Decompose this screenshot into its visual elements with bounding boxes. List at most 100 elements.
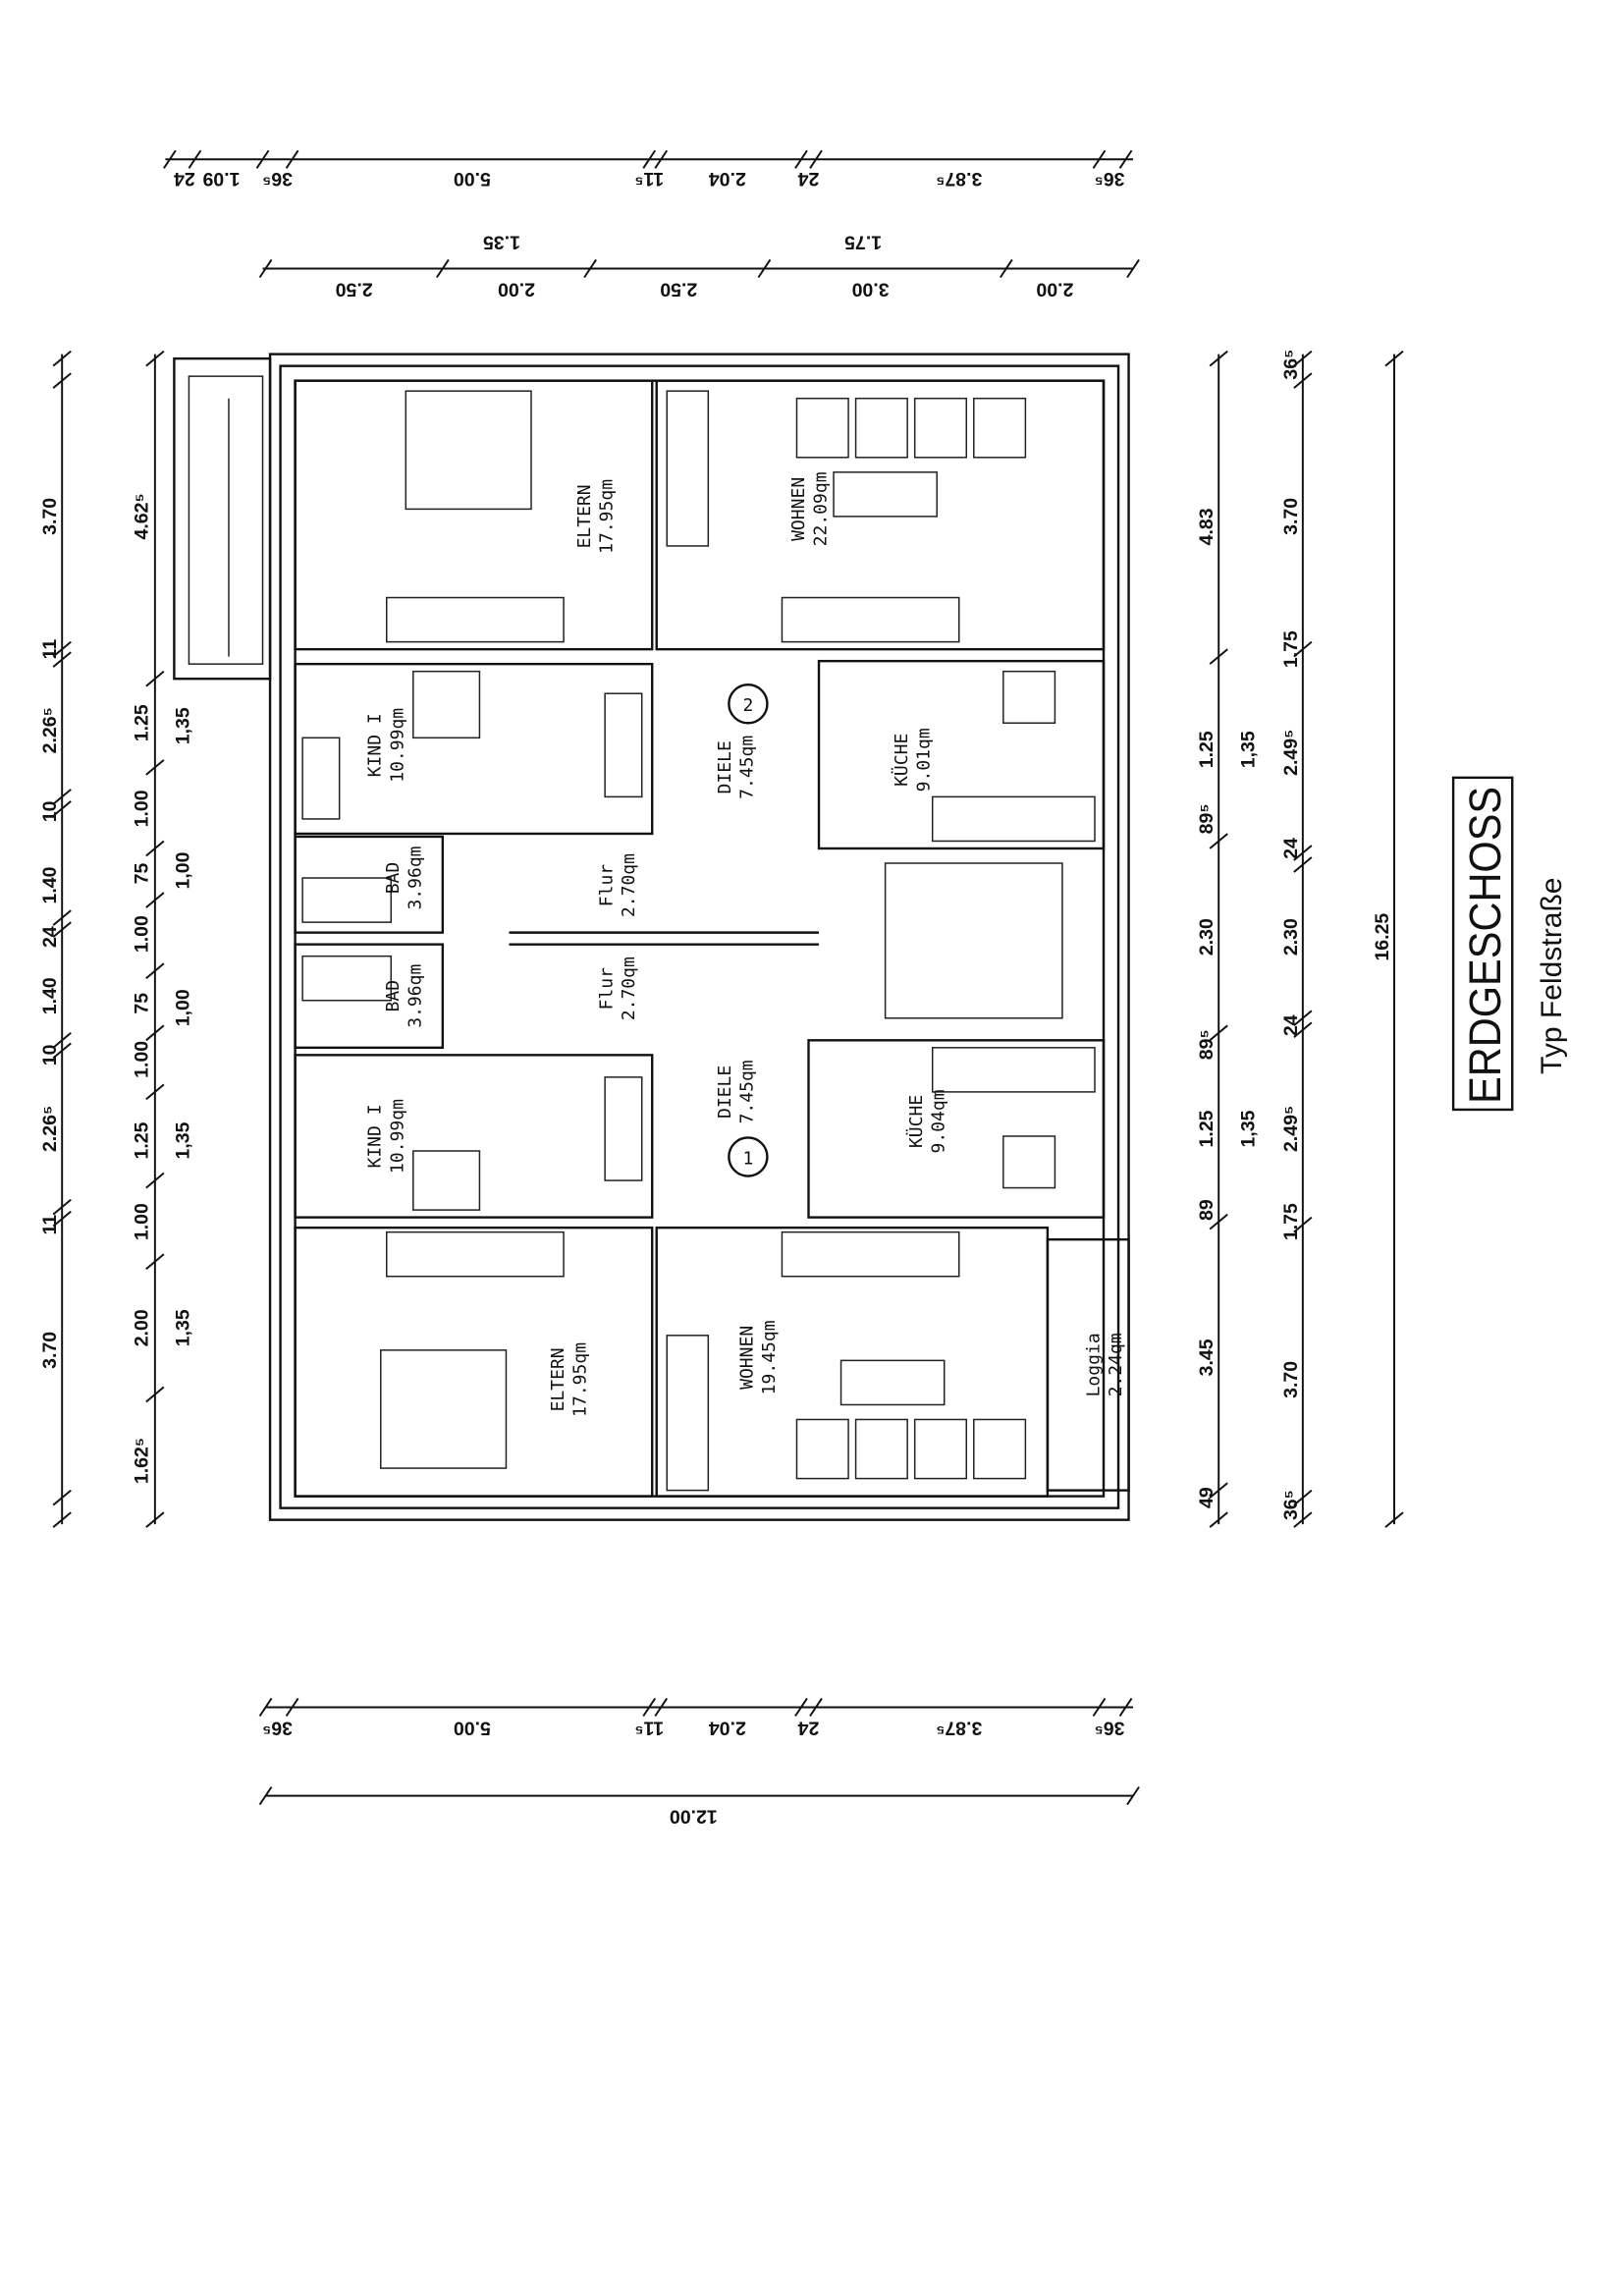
- dimension-label: 36⁵: [1095, 1718, 1125, 1739]
- dimension-label: 1,35: [1237, 1110, 1259, 1147]
- dimension-tick: [255, 149, 270, 169]
- dimension-label: 4.62⁵: [131, 493, 152, 539]
- dimension-label: 2.00: [1036, 278, 1073, 300]
- dimension-tick: [1293, 1021, 1313, 1039]
- dimension-tick: [285, 1697, 299, 1718]
- dimension-label: 2.00: [131, 1309, 152, 1346]
- dimension-tick: [52, 789, 72, 805]
- room-area: 19.45qm: [759, 1320, 780, 1394]
- room-area: 9.04qm: [929, 1089, 949, 1153]
- room-area: 17.95qm: [570, 1342, 591, 1417]
- dimension-tick: [1209, 1213, 1228, 1230]
- dimension-label: 1.00: [131, 1041, 152, 1078]
- dimension-tick: [1293, 856, 1313, 873]
- dimension-label: 89⁵: [1196, 1029, 1217, 1060]
- dimension-tick: [145, 670, 165, 687]
- dimension-label: 11⁵: [634, 168, 664, 190]
- dimension-tick: [145, 1511, 165, 1528]
- dimension-tick: [1293, 372, 1313, 389]
- dimension-label: 24: [1280, 838, 1302, 859]
- dimension-tick: [52, 1198, 72, 1216]
- room-area: 10.99qm: [387, 708, 407, 783]
- room-area: 2.70qm: [619, 853, 639, 917]
- room-name: KIND I: [365, 1104, 386, 1168]
- dimension-label: 24: [174, 168, 195, 190]
- dimension-label: 1.25: [1196, 731, 1217, 768]
- dimension-tick: [809, 1697, 823, 1718]
- dimension-tick: [654, 1697, 669, 1718]
- dimension-tick: [145, 759, 165, 776]
- dimension-tick: [654, 149, 669, 169]
- dimension-label: 1,00: [172, 851, 193, 889]
- room-name: ELTERN: [574, 484, 595, 548]
- dimension-tick: [1209, 1482, 1228, 1499]
- room-name: DIELE: [715, 1066, 735, 1119]
- dimension-label: 75: [131, 863, 152, 885]
- dimension-label: 1.25: [131, 1121, 152, 1159]
- dimension-tick: [145, 1083, 165, 1101]
- room-name: Flur: [597, 967, 618, 1011]
- dimension-label: 49: [1196, 1487, 1217, 1508]
- dimension-tick: [1209, 1024, 1228, 1042]
- dimension-tick: [1293, 1489, 1313, 1506]
- dimension-label: 2.00: [498, 278, 535, 300]
- dimension-tick: [52, 1032, 72, 1049]
- dimension-tick: [145, 1253, 165, 1270]
- dimension-tick: [145, 962, 165, 979]
- dimension-tick: [1092, 1697, 1107, 1718]
- dimension-label: 36⁵: [1095, 168, 1125, 190]
- dimension-tick: [1209, 1511, 1228, 1528]
- dimension-tick: [145, 892, 165, 908]
- dimension-label: 2.50: [660, 278, 697, 300]
- plan-title: ERDGESCHOSS: [1460, 787, 1510, 1104]
- dimension-label: 3.87⁵: [936, 1718, 982, 1739]
- dimension-tick: [145, 1386, 165, 1403]
- dimension-label: 12.00: [670, 1806, 718, 1828]
- dimension-tick: [1293, 350, 1313, 367]
- dimension-tick: [188, 149, 202, 169]
- dimension-label: 2.26⁵: [39, 707, 61, 753]
- dimension-label: 4.83: [1196, 508, 1217, 545]
- dimension-tick: [163, 149, 177, 169]
- dimension-label: 24: [39, 926, 61, 948]
- dimension-label: 3.87⁵: [936, 168, 982, 190]
- dimension-label: 24: [1280, 1014, 1302, 1036]
- dimension-label: 36⁵: [262, 168, 293, 190]
- dimension-tick: [52, 1489, 72, 1506]
- room-name: Loggia: [1084, 1333, 1105, 1396]
- room-name: BAD: [383, 862, 404, 895]
- room-name: Flur: [597, 864, 618, 907]
- dimension-label: 24: [798, 168, 820, 190]
- dimension-label: 1.75: [1280, 630, 1302, 668]
- dimension-tick: [52, 1042, 72, 1060]
- dimension-label: 89: [1196, 1199, 1217, 1221]
- dimension-tick: [1126, 1786, 1140, 1806]
- dimension-tick: [52, 350, 72, 367]
- dimension-label: 3.00: [851, 278, 889, 300]
- room-area: 3.96qm: [405, 846, 425, 909]
- room-area: 2.24qm: [1106, 1333, 1126, 1396]
- dimension-label: 2.49⁵: [1280, 1106, 1302, 1152]
- dimension-label: 3.70: [1280, 1361, 1302, 1398]
- dimension-tick: [1209, 648, 1228, 665]
- dimension-tick: [794, 1697, 808, 1718]
- dimension-tick: [52, 651, 72, 668]
- dimension-label: 1,35: [172, 707, 193, 744]
- dimension-label: 36⁵: [262, 1718, 293, 1739]
- dimension-tick: [642, 1697, 657, 1718]
- dimension-ticks: [52, 149, 1404, 1806]
- dimension-label: 1.00: [131, 790, 152, 827]
- dimension-tick: [285, 149, 299, 169]
- dimension-tick: [1293, 1216, 1313, 1233]
- dimension-tick: [583, 258, 597, 279]
- dimension-label: 1.62⁵: [131, 1438, 152, 1484]
- room-area: 2.70qm: [619, 957, 639, 1020]
- dimension-label: 1.75: [1280, 1203, 1302, 1240]
- dimension-label: 3.70: [39, 498, 61, 535]
- room-name: ELTERN: [548, 1347, 568, 1411]
- dimension-label: 36⁵: [1280, 350, 1302, 380]
- dimension-label: 3.70: [1280, 498, 1302, 535]
- dimension-tick: [809, 149, 823, 169]
